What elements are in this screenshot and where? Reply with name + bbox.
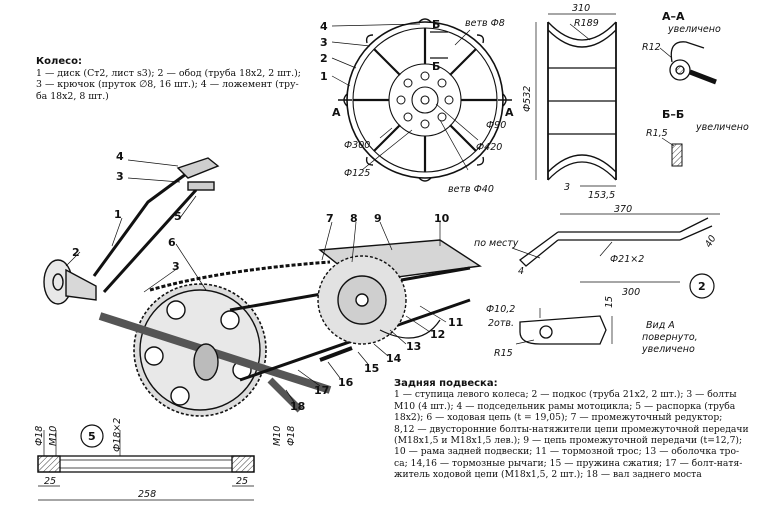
strut-view-sub2: увеличено [641, 344, 695, 355]
callout-assembly-7: 7 [326, 212, 334, 225]
callout-assembly-6: 6 [168, 236, 176, 249]
dim-strut-radius: R15 [494, 348, 513, 359]
callout-assembly-3a: 3 [116, 170, 124, 183]
section-aa-radius: R12 [642, 42, 661, 53]
section-bb-subtitle: увеличено [695, 122, 749, 133]
dim-weld-bottom: ветв Ф40 [448, 184, 494, 195]
suspension-legend-line: 1 — ступица левого колеса; 2 — подкос (т… [394, 389, 737, 401]
callout-assembly-1: 1 [114, 208, 122, 221]
callout-wheel-1: 1 [320, 70, 328, 83]
callout-assembly-9: 9 [374, 212, 382, 225]
suspension-legend-line: житель ходовой цепи (М18х1,5, 2 шт.); 18… [394, 469, 702, 481]
strut-badge: 2 [698, 280, 706, 293]
callout-assembly-12: 12 [430, 328, 445, 341]
dim-rim-offset: 153,5 [588, 190, 615, 201]
dim-strut-hole: Ф10,2 [486, 304, 515, 315]
assembly-callouts: 4 3 1 5 2 6 3 7 8 9 10 11 12 13 14 15 16… [72, 150, 463, 413]
dim-strut-length: 370 [614, 204, 632, 215]
spacer-badge: 5 [88, 430, 96, 443]
suspension-legend-line: (М18х1,5 и М18х1,5 лев.); 9 — цепь проме… [394, 435, 743, 447]
dim-strut-short: 300 [622, 287, 640, 298]
dim-rim-height: Ф532 [522, 86, 533, 112]
dim-rim-small: 3 [564, 182, 570, 193]
dim-strut-tube: Ф21×2 [610, 254, 644, 265]
dim-spacer-total: 258 [138, 489, 156, 500]
rim-side-view [535, 13, 617, 187]
suspension-legend-title: Задняя подвеска: [394, 378, 498, 389]
section-aa-detail [659, 41, 717, 85]
dim-spacer-l25-left: 25 [44, 476, 56, 487]
callout-assembly-16: 16 [338, 376, 354, 389]
section-mark-a-left: А [332, 106, 341, 119]
dim-spacer-l25-right: 25 [236, 476, 248, 487]
section-bb-labels: Б–Б увеличено R1,5 [646, 108, 749, 139]
wheel-front-view [331, 18, 512, 182]
wheel-legend-line: ба 18х2, 8 шт.) [36, 90, 109, 102]
wheel-legend-line: 1 — диск (Ст2, лист s3); 2 — обод (труба… [36, 67, 301, 79]
rim-side-view-labels: 310 R189 Ф532 3 153,5 [522, 3, 615, 201]
dim-weld-top: ветв Ф8 [465, 18, 505, 29]
dim-d90: Ф90 [486, 120, 506, 131]
strut-detail [511, 213, 720, 345]
callout-assembly-15: 15 [364, 362, 379, 375]
strut-view-sub1: повернуто, [642, 332, 698, 343]
section-bb-title: Б–Б [662, 108, 684, 121]
wheel-legend-line: 3 — крючок (пруток ∅8, 16 шт.); 4 — ложе… [36, 79, 299, 91]
wheel-front-view-labels: 4 3 2 1 А А Б Б ветв Ф8 Ф300 Ф125 Ф420 Ф… [320, 18, 514, 195]
callout-wheel-4: 4 [320, 20, 328, 33]
dim-strut-end: 40 [703, 234, 719, 250]
strut-detail-labels: 370 по месту 4 Ф21×2 300 40 Ф10,2 2отв. … [474, 204, 719, 359]
section-aa-subtitle: увеличено [667, 24, 721, 35]
suspension-legend: Задняя подвеска: 1 — ступица левого коле… [394, 378, 766, 481]
dim-strut-holes-count: 2отв. [488, 318, 514, 329]
dim-strut-hole-h: 15 [604, 296, 615, 308]
section-mark-a-right: А [505, 106, 514, 119]
dim-strut-fit: по месту [474, 238, 519, 249]
suspension-legend-line: 18х2); 6 — ходовая цепь (t = 19,05); 7 —… [394, 412, 723, 424]
dim-spacer-tube: Ф18×2 [112, 418, 123, 452]
dim-d300: Ф300 [344, 140, 370, 151]
callout-assembly-14: 14 [386, 352, 402, 365]
section-bb-detail [661, 137, 683, 167]
callout-assembly-2: 2 [72, 246, 80, 259]
callout-assembly-3b: 3 [172, 260, 180, 273]
spacer-detail [37, 424, 255, 501]
callout-assembly-11: 11 [448, 316, 463, 329]
wheel-legend-title: Колесо: [36, 56, 82, 67]
rear-suspension-assembly [43, 157, 482, 417]
callout-assembly-10: 10 [434, 212, 450, 225]
strut-view-title: Вид А [646, 320, 675, 331]
callout-assembly-5: 5 [174, 210, 182, 223]
callout-wheel-3: 3 [320, 36, 328, 49]
section-aa-title: А–А [662, 10, 685, 23]
callout-assembly-18: 18 [290, 400, 305, 413]
dim-spacer-m10-right: М10 [272, 426, 283, 446]
dim-spacer-d18-left: Ф18 [34, 426, 45, 446]
callout-assembly-17: 17 [314, 384, 329, 397]
callout-wheel-2: 2 [320, 52, 328, 65]
suspension-legend-line: 10 — рама задней подвески; 11 — тормозно… [394, 446, 740, 458]
section-mark-b-top: Б [432, 18, 440, 31]
dim-spacer-d18-right: Ф18 [286, 426, 297, 446]
callout-assembly-4: 4 [116, 150, 124, 163]
suspension-legend-line: М10 (4 шт.); 4 — подседельник рамы мотоц… [394, 400, 736, 412]
section-mark-b-bottom: Б [432, 60, 440, 73]
dim-strut-angle: 4 [518, 266, 524, 277]
dim-rim-radius: R189 [574, 18, 599, 29]
dim-d420: Ф420 [476, 142, 502, 153]
callout-assembly-13: 13 [406, 340, 421, 353]
callout-assembly-8: 8 [350, 212, 358, 225]
suspension-legend-line: 8,12 — двусторонние болты-натяжители цеп… [394, 423, 749, 435]
section-bb-radius: R1,5 [646, 128, 668, 139]
dim-d125: Ф125 [344, 168, 370, 179]
wheel-legend: Колесо: 1 — диск (Ст2, лист s3); 2 — обо… [36, 56, 306, 102]
suspension-legend-line: са; 14,16 — тормозные рычаги; 15 — пружи… [394, 457, 743, 469]
dim-spacer-m10-left: М10 [48, 426, 59, 446]
dim-rim-width: 310 [572, 3, 590, 14]
section-aa-labels: А–А увеличено R12 [642, 10, 721, 53]
spacer-detail-labels: 5 Ф18 М10 Ф18×2 М10 Ф18 25 25 258 [34, 418, 297, 500]
